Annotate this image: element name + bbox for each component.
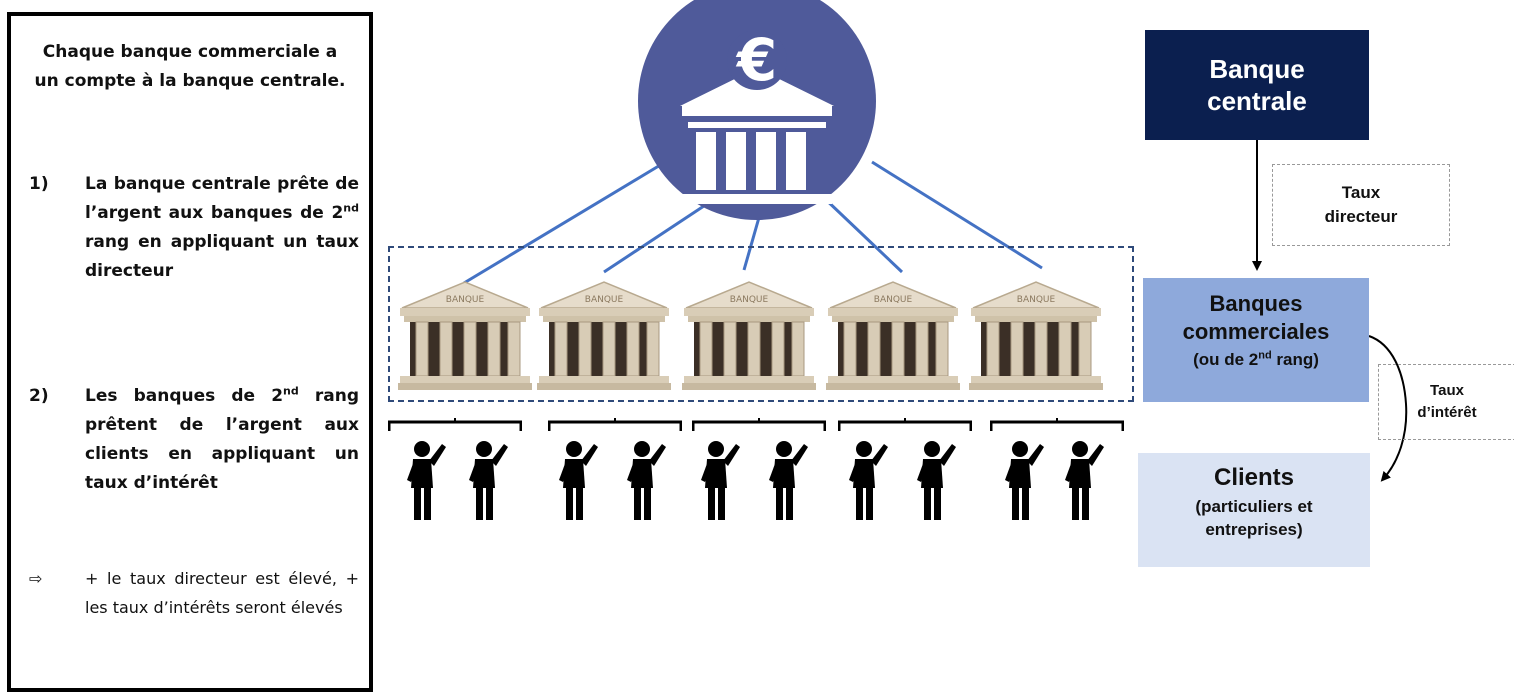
- bank-building-icon: BANQUE: [682, 281, 816, 390]
- person-raising-hand-icon: [849, 441, 888, 520]
- connector-line-5: [871, 160, 1043, 270]
- person-raising-hand-icon: [769, 441, 808, 520]
- interest-rate-label: Taux d’intérêt: [1378, 364, 1514, 440]
- bank-building-icon: BANQUE: [537, 281, 671, 390]
- step-2: 2) Les banques de 2nd rang prêtent de l’…: [29, 382, 359, 498]
- commercial-banks-label-3a: (ou de 2: [1193, 350, 1259, 369]
- policy-rate-label-1: Taux: [1341, 183, 1381, 202]
- step-1-text-b: rang en appliquant un taux directeur: [85, 232, 359, 281]
- person-raising-hand-icon: [407, 441, 446, 520]
- person-raising-hand-icon: [1005, 441, 1044, 520]
- commercial-banks-label-3: (ou de 2nd rang): [1143, 348, 1369, 372]
- step-1-text: La banque centrale prête de l’argent aux…: [85, 170, 359, 286]
- commercial-banks-sup: nd: [1258, 349, 1272, 362]
- commercial-banks-label-3b: rang): [1271, 350, 1319, 369]
- client-group-bracket: [838, 418, 972, 431]
- person-raising-hand-icon: [559, 441, 598, 520]
- bank-building-icon: BANQUE: [398, 281, 532, 390]
- interest-rate-label-1: Taux: [1430, 382, 1464, 399]
- policy-rate-label: Taux directeur: [1272, 164, 1450, 246]
- person-raising-hand-icon: [917, 441, 956, 520]
- person-raising-hand-icon: [469, 441, 508, 520]
- conclusion-text: + le taux directeur est élevé, + les tau…: [85, 569, 359, 617]
- svg-text:BANQUE: BANQUE: [730, 295, 769, 305]
- clients-label-1: Clients: [1213, 464, 1294, 491]
- svg-text:BANQUE: BANQUE: [585, 295, 624, 305]
- svg-text:BANQUE: BANQUE: [446, 295, 485, 305]
- conclusion-arrow-icon: ⇨: [29, 569, 43, 588]
- svg-text:€: €: [735, 26, 777, 94]
- person-raising-hand-icon: [1065, 441, 1104, 520]
- connector-line-2: [603, 196, 717, 274]
- step-1-text-a: La banque centrale prête de l’argent aux…: [85, 174, 359, 223]
- policy-rate-label-2: directeur: [1324, 207, 1398, 226]
- svg-text:BANQUE: BANQUE: [874, 295, 913, 305]
- person-raising-hand-icon: [701, 441, 740, 520]
- step-2-text: Les banques de 2nd rang prêtent de l’arg…: [85, 382, 359, 498]
- step-2-text-b: rang prêtent de l’argent aux clients en …: [85, 386, 359, 493]
- connector-lines: [463, 160, 1043, 285]
- client-group-bracket: [692, 418, 826, 431]
- commercial-banks-box: Banques commerciales (ou de 2nd rang): [1143, 278, 1369, 402]
- commercial-banks-group: [388, 246, 1134, 402]
- client-group-bracket: [990, 418, 1124, 431]
- central-bank-label-1: Banque: [1209, 54, 1305, 84]
- step-1: 1) La banque centrale prête de l’argent …: [29, 170, 359, 286]
- conclusion: ⇨ + le taux directeur est élevé, + les t…: [29, 564, 359, 622]
- svg-text:BANQUE: BANQUE: [1017, 295, 1056, 305]
- central-bank-circle: €: [638, 0, 876, 220]
- curved-arrow-icon: [1368, 335, 1408, 482]
- step-2-text-a: Les banques de 2: [85, 386, 284, 406]
- clients-label-2: (particuliers et: [1195, 497, 1313, 516]
- explanation-panel: Chaque banque commerciale a un compte à …: [7, 12, 373, 692]
- step-2-number: 2): [29, 386, 49, 406]
- step-2-sup: nd: [283, 384, 299, 398]
- step-1-number: 1): [29, 174, 49, 194]
- commercial-banks-label-2: commerciales: [1182, 319, 1330, 344]
- central-bank-box: Banque centrale: [1145, 30, 1369, 140]
- euro-icon: €: [727, 26, 787, 94]
- central-bank-building-icon: €: [680, 26, 834, 204]
- person-raising-hand-icon: [627, 441, 666, 520]
- clients-box: Clients (particuliers et entreprises): [1138, 453, 1370, 567]
- connector-line-3: [742, 213, 762, 271]
- client-group-bracket: [388, 418, 522, 431]
- connector-line-4: [820, 194, 904, 274]
- explanation-title: Chaque banque commerciale a un compte à …: [34, 42, 346, 91]
- central-bank-label-2: centrale: [1207, 86, 1307, 116]
- interest-rate-label-2: d’intérêt: [1417, 404, 1477, 421]
- client-group-bracket: [548, 418, 682, 431]
- bank-building-icon: BANQUE: [826, 281, 960, 390]
- commercial-banks-label-1: Banques: [1209, 291, 1303, 316]
- flow-arrows: [1252, 140, 1408, 482]
- clients-label-3: entreprises): [1205, 520, 1303, 539]
- bank-building-icon: BANQUE: [969, 281, 1103, 390]
- connector-line-1: [463, 162, 663, 285]
- step-1-sup: nd: [343, 201, 359, 215]
